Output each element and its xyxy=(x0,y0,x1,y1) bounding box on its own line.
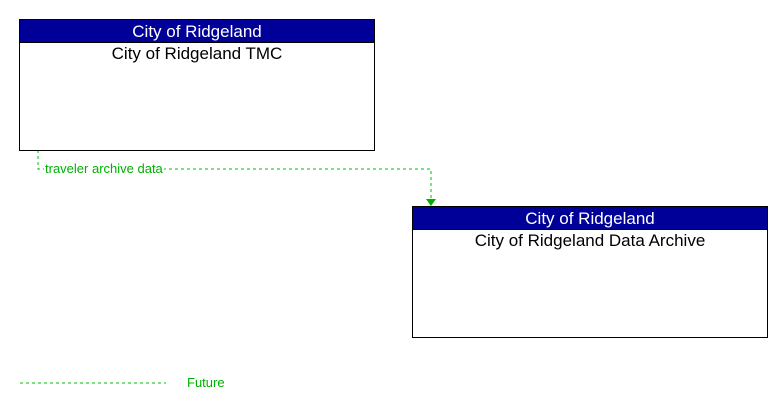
node-owner-header: City of Ridgeland xyxy=(20,20,374,43)
node-title: City of Ridgeland TMC xyxy=(111,44,283,63)
flow-line-traveler-archive-data[interactable] xyxy=(37,150,432,200)
node-city-of-ridgeland-data-archive[interactable]: City of Ridgeland City of Ridgeland Data… xyxy=(412,206,768,338)
node-title: City of Ridgeland Data Archive xyxy=(474,231,706,250)
flow-label: traveler archive data xyxy=(44,161,164,176)
arrowhead-icon xyxy=(426,199,436,206)
node-owner-header: City of Ridgeland xyxy=(413,207,767,230)
node-city-of-ridgeland-tmc[interactable]: City of Ridgeland City of Ridgeland TMC xyxy=(19,19,375,151)
legend-future-label: Future xyxy=(187,375,225,390)
